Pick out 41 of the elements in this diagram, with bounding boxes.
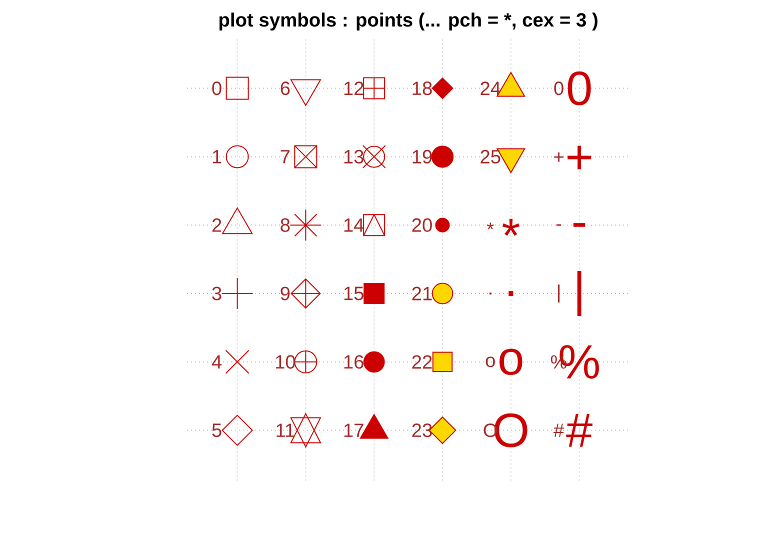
symbol-label: 24 (480, 82, 500, 95)
symbol-label: 19 (412, 150, 432, 164)
symbol-character: 0 (568, 71, 591, 106)
symbol-label: 13 (344, 150, 364, 164)
symbol-label: 5 (212, 424, 222, 437)
symbol-character: O (494, 413, 528, 448)
symbol-label: 17 (344, 424, 364, 437)
symbol-character: - (573, 223, 586, 227)
symbol-label: * (486, 222, 494, 230)
chart-title: plot symbols : points (... pch = *, cex = 3 ) (220, 12, 598, 30)
symbol-character: o (500, 348, 522, 376)
symbol-label: o (486, 356, 495, 368)
symbol-label: | (558, 284, 560, 302)
symbol-label: 16 (344, 355, 364, 369)
symbol-label: . (489, 292, 492, 295)
symbol-label: - (556, 224, 562, 226)
symbol-label: + (554, 152, 564, 162)
symbol-label: 7 (280, 150, 290, 164)
symbol-label: 3 (212, 286, 222, 300)
symbol-label: 21 (412, 286, 432, 300)
symbol-character: | (577, 271, 582, 316)
symbol-character: * (502, 218, 520, 236)
symbol-label: O (484, 424, 497, 438)
symbol-label: 11 (276, 424, 294, 437)
symbol-label: 8 (280, 218, 290, 232)
symbol-label: 20 (412, 218, 432, 232)
symbol-label: 2 (212, 218, 222, 232)
symbol-label: 22 (412, 355, 432, 369)
symbol-character: . (508, 290, 514, 296)
symbol-label: 15 (344, 286, 364, 300)
symbol-label: 25 (480, 150, 500, 164)
symbol-character: # (566, 414, 592, 447)
symbol-label: 1 (212, 150, 222, 164)
symbol-character: + (568, 146, 591, 170)
symbol-label: 4 (212, 355, 222, 368)
symbol-label: 6 (280, 82, 290, 96)
symbol-label: # (554, 424, 564, 437)
symbol-label: 0 (212, 82, 222, 96)
symbol-label: 9 (280, 286, 290, 300)
symbol-label: 0 (554, 82, 564, 96)
symbol-label: 18 (412, 82, 432, 96)
